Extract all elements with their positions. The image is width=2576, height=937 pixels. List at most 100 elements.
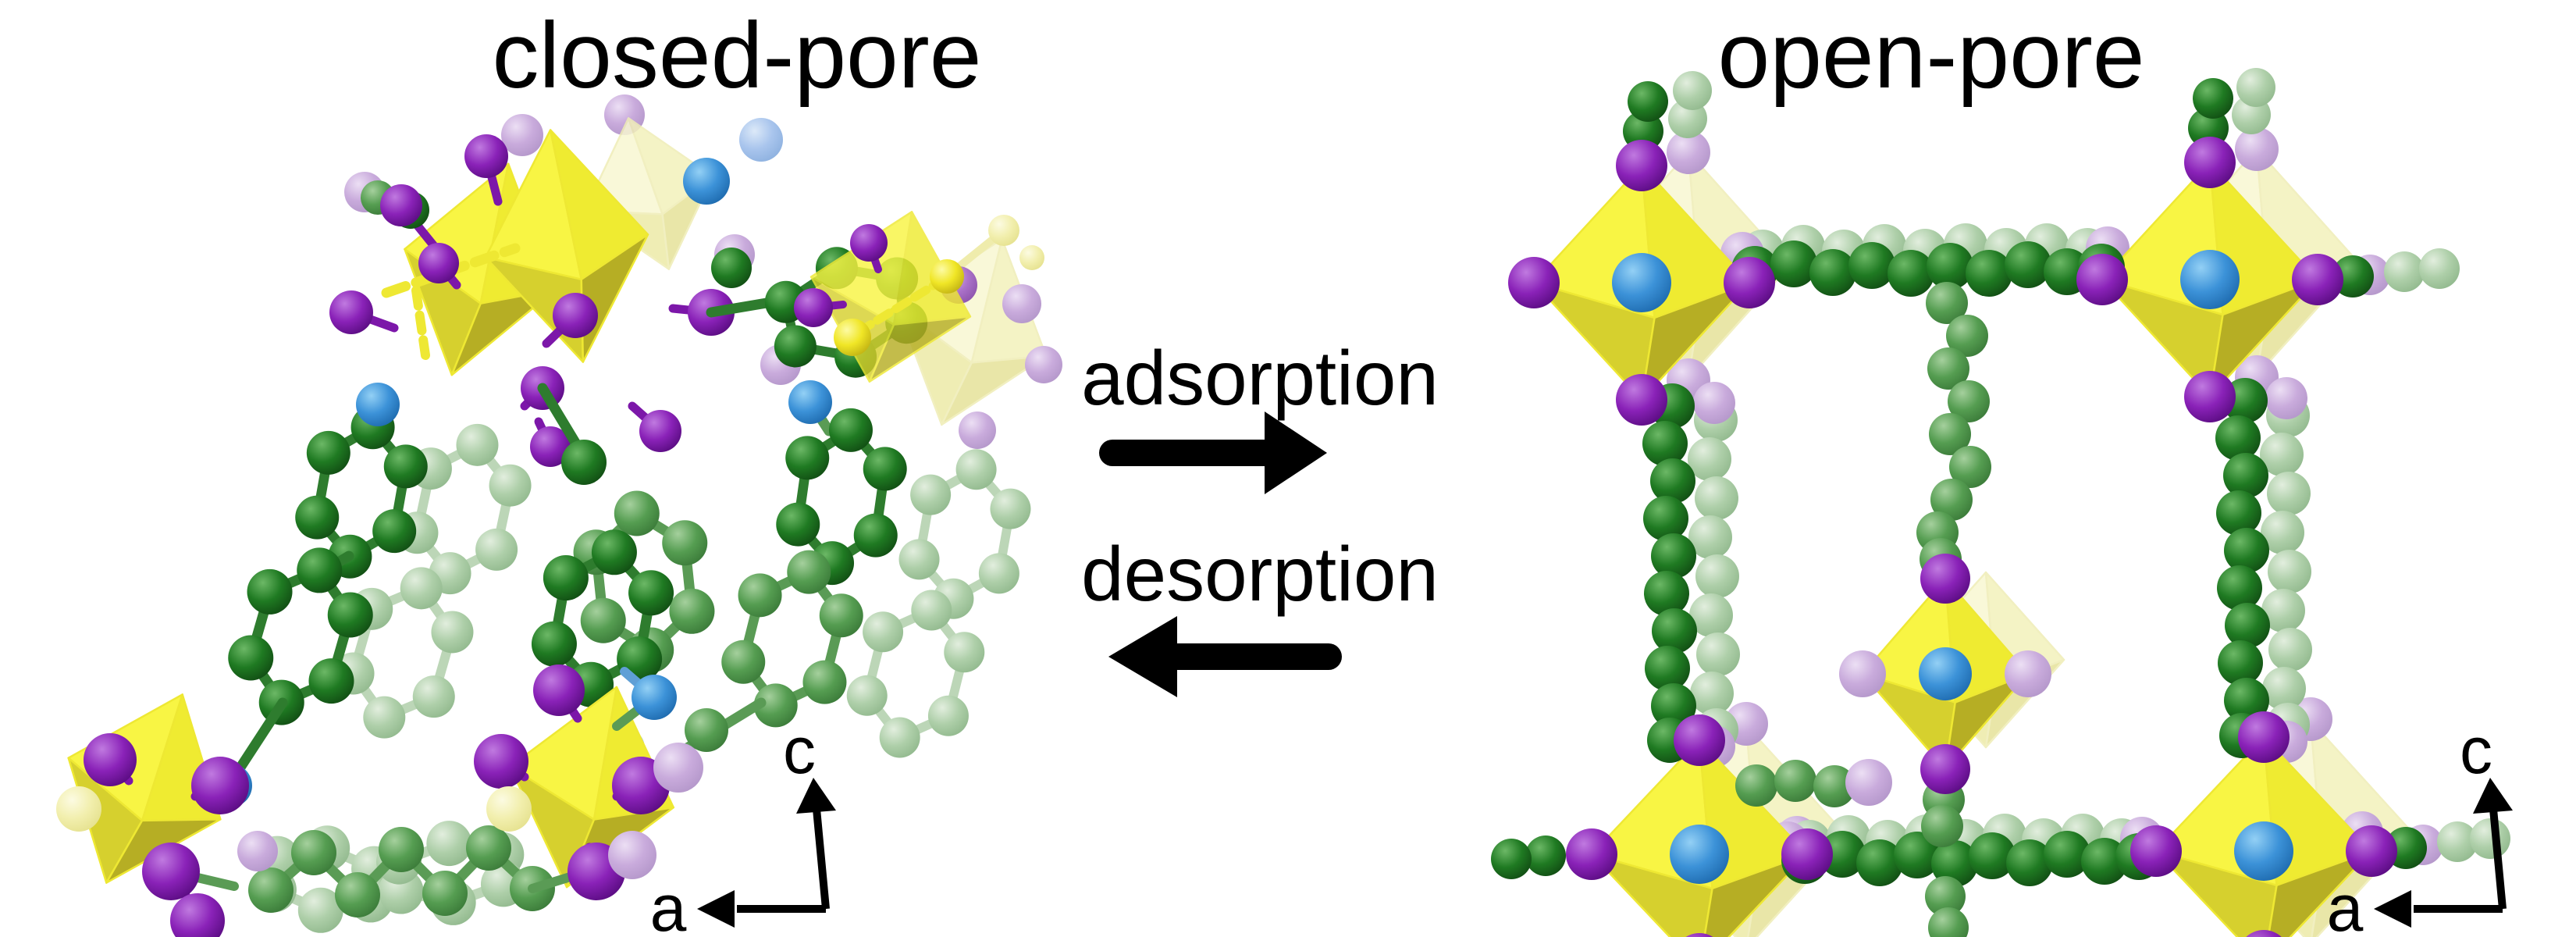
atom-sphere-mdgreen [422, 871, 468, 916]
atom-sphere-ghpurple [1025, 346, 1062, 383]
atom-sphere-dkgreen [863, 447, 907, 491]
atom-sphere-mdgreen [753, 683, 798, 728]
atom-sphere-mdgreen [614, 490, 660, 536]
atom-sphere-mdgreen [1946, 315, 1988, 357]
linker-chain [1735, 760, 1856, 807]
adsorption-label: adsorption [1081, 335, 1439, 421]
atom-sphere-ghgreen [944, 632, 985, 673]
atom-sphere-purple [170, 893, 225, 937]
atom-sphere-purple [2076, 254, 2128, 305]
atom-sphere-ghpurple [1839, 650, 1886, 697]
atom-sphere-ghblue [739, 118, 783, 162]
atom-sphere-ghgreen [2236, 68, 2275, 107]
atom-sphere-ghgreen [2384, 251, 2425, 292]
atom-sphere-ghgreen [1689, 593, 1733, 637]
atom-sphere-dkgreen [628, 570, 674, 616]
atom-sphere-purple [191, 757, 249, 814]
atom-sphere-purple [2346, 825, 2397, 877]
atom-sphere-mdgreen [1921, 805, 1963, 847]
atom-sphere-dkgreen [1652, 608, 1697, 654]
atom-sphere-dkgreen [1809, 249, 1856, 296]
atom-sphere-blue [2234, 821, 2293, 881]
axis-widget-right: c a [2327, 714, 2513, 937]
atom-sphere-dkgreen [1770, 240, 1817, 287]
atom-sphere-ghpurple [2235, 127, 2279, 171]
linker-chain [248, 825, 555, 917]
linker-ring [776, 408, 907, 586]
atom-sphere-ghgreen [426, 821, 472, 867]
atom-sphere-mdgreen [1930, 479, 1973, 521]
linker-chain [1491, 835, 1566, 879]
atom-sphere-dkgreen [2215, 415, 2261, 461]
axis-a-arrowhead-icon [697, 890, 735, 928]
linker-ring [898, 449, 1031, 619]
octahedron-face [2208, 278, 2319, 398]
atom-sphere-ghgreen [879, 717, 920, 758]
atom-sphere-purple [553, 293, 598, 338]
octahedron-face [868, 315, 972, 383]
atom-sphere-dkgreen [2044, 831, 2090, 878]
atom-sphere-mdgreen [685, 708, 728, 752]
atom-sphere-mdgreen [1929, 413, 1971, 455]
atom-sphere-ghpurple [2265, 377, 2307, 419]
linker-chain [1688, 398, 1740, 752]
octahedron-face [1640, 281, 1751, 401]
atom-sphere-dkgreen [228, 635, 274, 681]
atom-sphere-dkgreen [1894, 832, 1941, 878]
octahedron-face [1703, 853, 1809, 937]
atom-sphere-ghpurple [2005, 650, 2051, 697]
linker-chain [1731, 240, 2125, 297]
atom-sphere-dkgreen [247, 568, 293, 615]
atom-sphere-mdgreen [1949, 446, 1991, 488]
atom-sphere-purple [2130, 825, 2182, 877]
atom-sphere-dkgreen [1819, 831, 1866, 878]
atom-sphere-dkgreen [1848, 242, 1895, 289]
atom-sphere-dkgreen [383, 444, 428, 489]
bond [537, 383, 585, 454]
atom-sphere-ghgreen [2268, 550, 2311, 593]
atom-sphere-yellow [930, 259, 964, 294]
atom-sphere-dkgreen [1927, 243, 1973, 290]
atom-sphere-dkgreen [1931, 840, 1978, 887]
atom-sphere-ghgreen [1695, 554, 1739, 598]
atom-sphere-dkgreen [543, 555, 589, 601]
atom-sphere-purple [639, 410, 681, 452]
octahedron-face [1944, 672, 2030, 771]
atom-sphere-blue [1612, 253, 1671, 312]
atom-sphere-ghpurple [608, 831, 656, 879]
atom-sphere-mdgreen [819, 593, 863, 638]
atom-sphere-ghgreen [400, 567, 443, 610]
atom-sphere-dkgreen [308, 658, 354, 704]
atom-sphere-ghgreen [297, 887, 343, 933]
atom-sphere-mdgreen [580, 597, 626, 643]
atom-sphere-dkgreen [1628, 81, 1668, 122]
metal-bond-rod [854, 276, 945, 337]
metal-octahedron [2101, 161, 2319, 398]
atom-sphere-ghyellow [56, 786, 101, 832]
atom-sphere-ghyellow [1019, 245, 1044, 270]
atom-sphere-ghgreen [489, 464, 532, 507]
desorption-step: desorption [1081, 531, 1439, 697]
atom-sphere-ghgreen [2268, 628, 2312, 672]
linker-ring [295, 405, 428, 579]
atom-sphere-purple [530, 426, 571, 467]
atom-sphere-ghgreen [2267, 472, 2311, 515]
atom-sphere-ghgreen [978, 553, 1019, 594]
atom-sphere-dkgreen [327, 592, 373, 638]
linker-chain [2232, 68, 2275, 134]
atom-sphere-purple [1724, 257, 1775, 308]
left-arrow-icon [1108, 616, 1342, 697]
atom-sphere-ghpurple [1845, 759, 1892, 806]
atom-sphere-ghgreen [990, 488, 1031, 529]
atom-sphere-blue [632, 675, 677, 720]
atom-sphere-dkgreen [785, 436, 830, 480]
atom-sphere-dkgreen [1525, 835, 1566, 876]
atom-sphere-dkgreen [2225, 603, 2270, 648]
atom-sphere-purple [850, 224, 888, 262]
atom-sphere-ghgreen [898, 539, 940, 580]
atom-sphere-ghgreen [1696, 632, 1740, 676]
atom-sphere-dkgreen [776, 502, 820, 547]
atom-sphere-dkgreen [531, 621, 577, 667]
atom-sphere-mdgreen [1928, 907, 1969, 937]
atom-sphere-purple [1685, 933, 1713, 937]
